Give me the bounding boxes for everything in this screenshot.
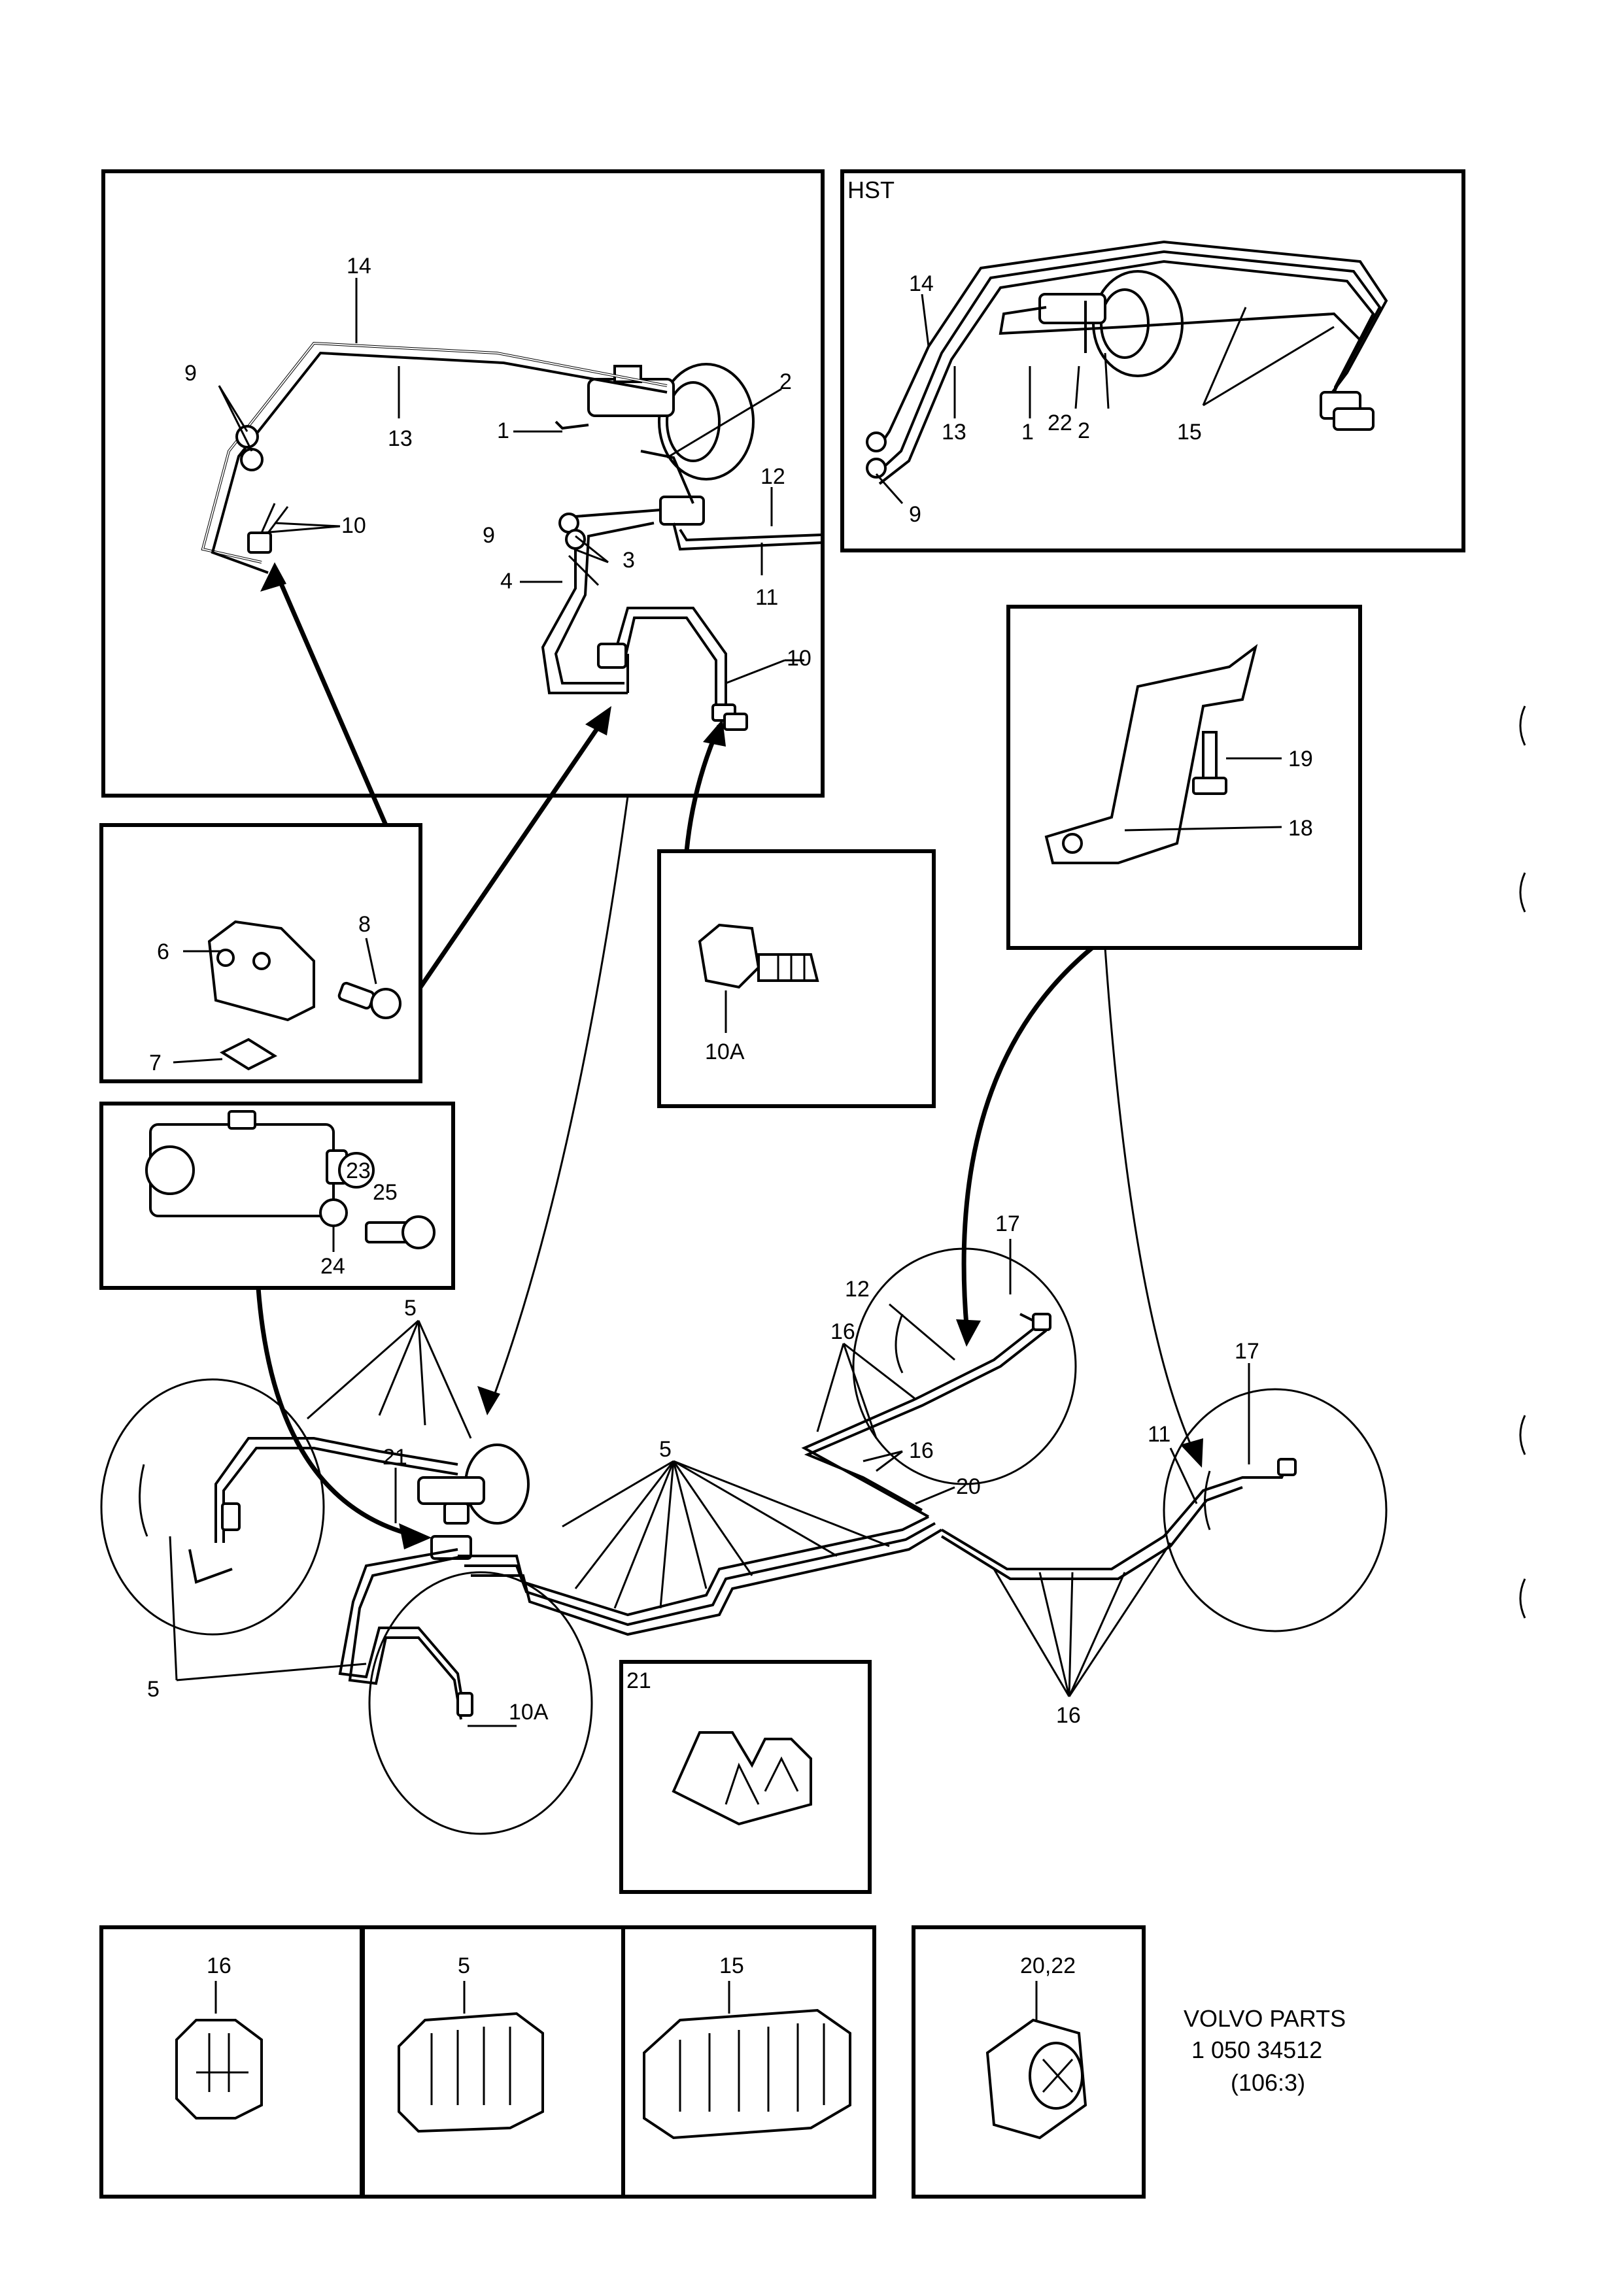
- main-label-5b: 5: [147, 1677, 160, 1702]
- label-4: 4: [500, 569, 513, 594]
- label-2: 2: [779, 369, 792, 394]
- footer-caption: VOLVO PARTS 1 050 34512 (106:3): [1184, 2005, 1346, 2096]
- main-label-21: 21: [383, 1445, 407, 1470]
- margin-mark: [1519, 872, 1526, 913]
- hst-label-13: 13: [942, 420, 966, 445]
- label-10a-box: 10A: [705, 1039, 745, 1064]
- hst-label-2: 2: [1078, 418, 1090, 443]
- hst-title: HST: [847, 177, 895, 203]
- hst-label-9: 9: [909, 502, 921, 527]
- margin-mark: [1519, 1578, 1526, 1619]
- connector-arrows: [256, 562, 1203, 1549]
- label-14: 14: [347, 254, 371, 279]
- hst-label-15: 15: [1177, 420, 1202, 445]
- label-9: 9: [184, 361, 197, 386]
- label-10: 10: [341, 513, 366, 538]
- bracket-label-18: 18: [1288, 816, 1313, 841]
- valve-label-24: 24: [320, 1254, 345, 1279]
- label-12: 12: [760, 464, 785, 489]
- label-9b: 9: [483, 523, 495, 548]
- margin-mark: [1519, 705, 1526, 746]
- bottom-box-15: 15: [621, 1925, 876, 2199]
- bottom-label-16: 16: [207, 1953, 231, 1978]
- valve-label-25: 25: [373, 1180, 398, 1205]
- main-assembly: 5 21 5 5 16 16 20 12 17 17 11 16 10A: [100, 1211, 1388, 1835]
- main-label-5c: 5: [659, 1437, 672, 1462]
- detail-box-bracket: 19 18: [1006, 605, 1362, 950]
- detail-box-front-lines: 14 9 13 1 2 12 10 9 3 4 11 10: [101, 169, 825, 798]
- detail-box-clip: 6 7 8: [99, 823, 422, 1083]
- main-label-16: 16: [830, 1319, 855, 1344]
- footer-page-ref: (106:3): [1231, 2069, 1305, 2096]
- detail-box-10a: 10A: [657, 849, 936, 1108]
- footer-part-number: 1 050 34512: [1191, 2036, 1322, 2063]
- bottom-box-5: 5: [361, 1925, 625, 2199]
- clip-label-8: 8: [358, 912, 371, 937]
- hst-label-14: 14: [909, 271, 934, 296]
- main-label-20: 20: [956, 1474, 981, 1499]
- detail-box-21: 21: [619, 1660, 872, 1894]
- label-13: 13: [388, 426, 413, 451]
- bracket-label-19: 19: [1288, 747, 1313, 771]
- detail-box-hst: HST 14 13 1 22 2 15 9: [840, 169, 1465, 552]
- box21-label: 21: [626, 1668, 651, 1693]
- label-11: 11: [755, 585, 778, 610]
- bottom-box-2022: 20,22: [912, 1925, 1146, 2199]
- main-label-17b: 17: [1235, 1339, 1259, 1364]
- clip-label-6: 6: [157, 939, 169, 964]
- main-label-11: 11: [1148, 1422, 1170, 1447]
- bottom-box-16: 16: [99, 1925, 364, 2199]
- main-label-16c: 16: [1056, 1703, 1081, 1728]
- valve-label-23: 23: [346, 1158, 371, 1183]
- bottom-label-15: 15: [719, 1953, 744, 1978]
- main-label-17: 17: [995, 1211, 1020, 1236]
- margin-mark: [1519, 1415, 1526, 1455]
- main-label-12: 12: [845, 1277, 870, 1302]
- detail-box-valve: 23 25 24: [99, 1102, 455, 1290]
- clip-label-7: 7: [149, 1051, 162, 1075]
- label-10b: 10: [787, 646, 811, 671]
- main-label-10a: 10A: [509, 1700, 549, 1725]
- hst-label-22: 22: [1048, 411, 1072, 435]
- bottom-label-2022: 20,22: [1020, 1953, 1076, 1978]
- footer-brand: VOLVO PARTS: [1184, 2005, 1346, 2032]
- main-label-16b: 16: [909, 1438, 934, 1463]
- label-3: 3: [623, 548, 635, 573]
- main-label-5: 5: [404, 1296, 417, 1321]
- bottom-label-5: 5: [458, 1953, 470, 1978]
- label-1: 1: [497, 418, 509, 443]
- hst-label-1: 1: [1021, 420, 1034, 445]
